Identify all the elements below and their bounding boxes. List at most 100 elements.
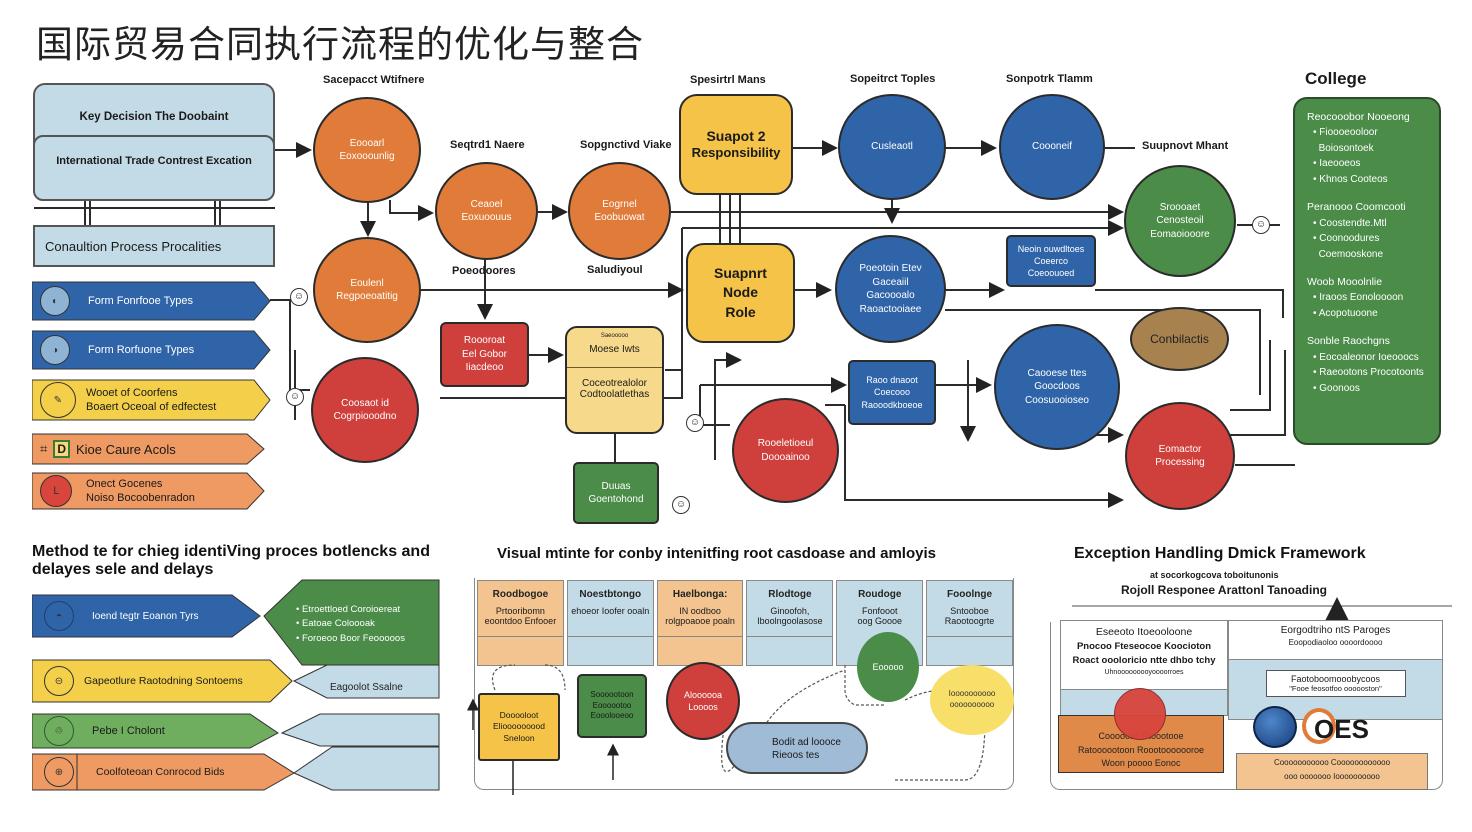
method-blue-2 bbox=[280, 713, 440, 747]
exception-red-circle bbox=[1114, 688, 1166, 740]
node-g1[interactable]: Sroooaet Cenosteoil Eomaoiooore bbox=[1124, 165, 1236, 277]
method-row-1[interactable]: ◓ Ioend tegtr Eoanon Tyrs bbox=[36, 596, 236, 636]
node-g1-line3: Eomaoiooore bbox=[1150, 228, 1210, 240]
node-y2-line2: Node bbox=[723, 284, 758, 301]
label-top-3: Sopgnctivd Viake bbox=[580, 139, 672, 151]
node-b3-line4: Raoactooiaee bbox=[859, 303, 922, 315]
node-rect-green[interactable]: Duuas Goentohond bbox=[573, 462, 659, 524]
root-column-1[interactable]: Roodbogoe Prtooribomn eoontdoo Enfooer bbox=[477, 580, 564, 666]
root-column-3-head: Haelbonga: bbox=[672, 589, 728, 600]
root-column-3-sub1: IN oodboo bbox=[679, 606, 721, 616]
node-o3[interactable]: Eogrnel Eoobuowat bbox=[568, 162, 671, 260]
chevron-2 bbox=[32, 330, 271, 370]
college-item: • Fioooeooloor bbox=[1313, 127, 1378, 139]
exception-subtitle-small: at socorkogcova toboitunonis bbox=[1150, 570, 1279, 580]
root-red-circle[interactable]: Aloooooa Loooos bbox=[666, 662, 740, 740]
method-row-2-label: Gapeotlure Raotodning Sontoems bbox=[84, 675, 243, 687]
chevron-3 bbox=[32, 379, 271, 421]
node-r3[interactable]: Eomactor Processing bbox=[1125, 402, 1235, 510]
college-heading: College bbox=[1305, 69, 1367, 88]
exception-left-line3: Roact oooloricio ntte dhbo tchy bbox=[1072, 654, 1216, 666]
left-chevrons bbox=[32, 281, 271, 510]
method-row-3[interactable]: ♲ Pebe I Cholont bbox=[36, 714, 256, 748]
consultation-process-box: Conaultion Process Procalities bbox=[33, 225, 275, 267]
root-column-2[interactable]: Noestbtongo ehoeor Ioofer ooaln bbox=[566, 580, 654, 666]
root-yellow-circle[interactable]: Ioooooooooo oooooooooo bbox=[930, 665, 1014, 735]
college-item: • Khnos Cooteos bbox=[1313, 173, 1388, 185]
exception-orange-right[interactable]: Cooooooooooo Coooooooooooo ooo ooooooo I… bbox=[1236, 753, 1428, 790]
node-b3-line1: Poeotoin Etev bbox=[859, 263, 922, 274]
node-y1[interactable]: Suapot 2 Responsibility bbox=[679, 94, 793, 195]
globe-logo-icon bbox=[1253, 706, 1297, 748]
node-b3[interactable]: Poeotoin Etev Gaceaiil Gacoooalo Raoacto… bbox=[835, 235, 946, 343]
node-tan[interactable]: Conbilactis bbox=[1130, 307, 1229, 371]
root-green-circle-label: Eooooo bbox=[872, 661, 904, 672]
college-group-4-head: Sonble Raochgns bbox=[1307, 335, 1390, 348]
node-b-rect1-line1: Neoin ouwdltoes bbox=[1017, 243, 1085, 254]
node-b1[interactable]: Cusleaotl bbox=[838, 94, 946, 200]
college-item-text: Boiosontoek bbox=[1318, 142, 1374, 154]
root-column-3[interactable]: Haelbonga: IN oodboo rolgpoaooe poaln bbox=[656, 580, 744, 666]
label-top-2: Seqtrd1 Naere bbox=[450, 139, 525, 151]
root-green-circle[interactable]: Eooooo bbox=[857, 632, 919, 702]
node-rect-yellow[interactable]: Saeooooo Moese Iwts Coceotrealolor Codto… bbox=[565, 326, 664, 434]
node-b-rect2[interactable]: Raoo dnaoot Coecooo Raooodkboeoe bbox=[848, 360, 936, 425]
root-column-1-head: Roodbogoe bbox=[492, 589, 549, 600]
root-yellow-line3: Sneloon bbox=[503, 732, 535, 743]
college-item: Coemooskone bbox=[1307, 247, 1427, 263]
left-item-1[interactable]: ◐ Form Fonrfooe Types bbox=[32, 282, 252, 320]
left-item-2[interactable]: ◑ Form Rorfuone Types bbox=[32, 331, 252, 369]
node-y1-line2: Responsibility bbox=[691, 145, 781, 161]
node-y2[interactable]: Suapnrt Node Role bbox=[686, 243, 795, 343]
node-rect-red[interactable]: Roooroat Eel Gobor Iiacdeoo bbox=[440, 322, 529, 387]
node-o3-line2: Eoobuowat bbox=[594, 212, 645, 223]
node-rect-yellow-body1: Coceotrealolor bbox=[581, 378, 648, 389]
college-item-text: Raeootons Procotoonts bbox=[1319, 367, 1424, 379]
face-icon: ☺ bbox=[1252, 216, 1270, 234]
node-r2-line2: Doooainoo bbox=[761, 451, 810, 463]
node-r1-line2: Cogrpiooodno bbox=[333, 411, 397, 422]
root-column-6[interactable]: Fooolnge Sntooboe Raootoogrte bbox=[926, 580, 1013, 666]
method-blue-3 bbox=[292, 746, 440, 791]
bottom-left-heading: Method te for chieg identiVing proces bo… bbox=[32, 543, 430, 579]
left-item-4[interactable]: ⌗ D Kioe Caure Acols bbox=[32, 434, 252, 464]
node-o1-line1: Eoooarl bbox=[349, 137, 385, 149]
stamp-icon: ⊝ bbox=[44, 666, 74, 696]
exception-right-inner-line1: Faotoboomooobycoos bbox=[1290, 674, 1381, 684]
college-item: • Iaeooeos bbox=[1313, 158, 1361, 170]
root-cloud[interactable]: Bodit ad loooce Rieoos tes bbox=[726, 722, 868, 774]
left-item-4-label: Kioe Caure Acols bbox=[76, 441, 176, 457]
exception-divider bbox=[1072, 597, 1452, 621]
exception-right-box[interactable]: Eorgodtriho ntS Paroges Eoopodiaoloo ooo… bbox=[1228, 620, 1443, 720]
root-column-6-sub1: Sntooboe bbox=[950, 606, 989, 616]
left-item-3[interactable]: ✎ Wooet of Coorfens Boaert Oceoal of edf… bbox=[32, 380, 252, 420]
node-b2-line1: Coooneif bbox=[1031, 141, 1073, 153]
node-r1[interactable]: Coosaot id Cogrpiooodno bbox=[311, 357, 419, 463]
college-group-2-head: Peranooo Coomcooti bbox=[1307, 201, 1406, 214]
college-item-text: Coonoodures bbox=[1319, 233, 1380, 245]
node-o2-line1: Ceaoel bbox=[470, 198, 503, 210]
label-top-5: Sopeitrct Toples bbox=[850, 73, 936, 85]
root-column-6-sub2: Raootoogrte bbox=[927, 616, 1012, 637]
node-b2[interactable]: Coooneif bbox=[999, 94, 1105, 200]
node-y2-line1: Suapnrt bbox=[714, 264, 767, 281]
root-yellow-box[interactable]: Dooooloot Eliooooooood Sneloon bbox=[478, 693, 560, 761]
exception-left-box[interactable]: Eseeoto Itoeooloone Pnocoo Fteseocoe Koo… bbox=[1060, 620, 1228, 690]
left-item-5[interactable]: ᒪ Onect Gocenes Noiso Bocoobenradon bbox=[32, 473, 252, 509]
left-item-3-line1: Wooet of Coorfens bbox=[86, 386, 178, 399]
node-o2[interactable]: Ceaoel Eoxuoouus bbox=[435, 162, 538, 260]
method-row-4[interactable]: ⊕ Coolfoteoan Conrocod Bids bbox=[36, 754, 276, 790]
node-o4[interactable]: Eoulenl Regpoeoatitig bbox=[313, 237, 421, 343]
college-item: Boiosontoek bbox=[1307, 141, 1427, 157]
method-green-item-text: Etroettloed Coroioereat bbox=[301, 604, 401, 615]
node-b-rect1[interactable]: Neoin ouwdltoes Coeerco Coeoouoed bbox=[1006, 235, 1096, 287]
node-b4[interactable]: Caooese ttes Goocdoos Coosuooioseo bbox=[994, 324, 1120, 450]
root-column-4[interactable]: Rlodtoge Ginoofoh, Iboolngoolasose bbox=[746, 580, 834, 666]
node-o1[interactable]: Eoooarl Eoxooounlig bbox=[313, 97, 421, 203]
exception-left-line2: Pnocoo Fteseocoe Koocioton bbox=[1076, 641, 1212, 653]
method-chevron-3 bbox=[32, 713, 279, 749]
root-green-box[interactable]: Soooootoon Eoooootoo Eooolooeoo bbox=[577, 674, 647, 738]
method-row-2[interactable]: ⊝ Gapeotlure Raotodning Sontoems bbox=[36, 661, 276, 701]
node-r2[interactable]: Rooeletioeul Doooainoo bbox=[732, 398, 839, 503]
root-column-6-head: Fooolnge bbox=[947, 589, 993, 600]
